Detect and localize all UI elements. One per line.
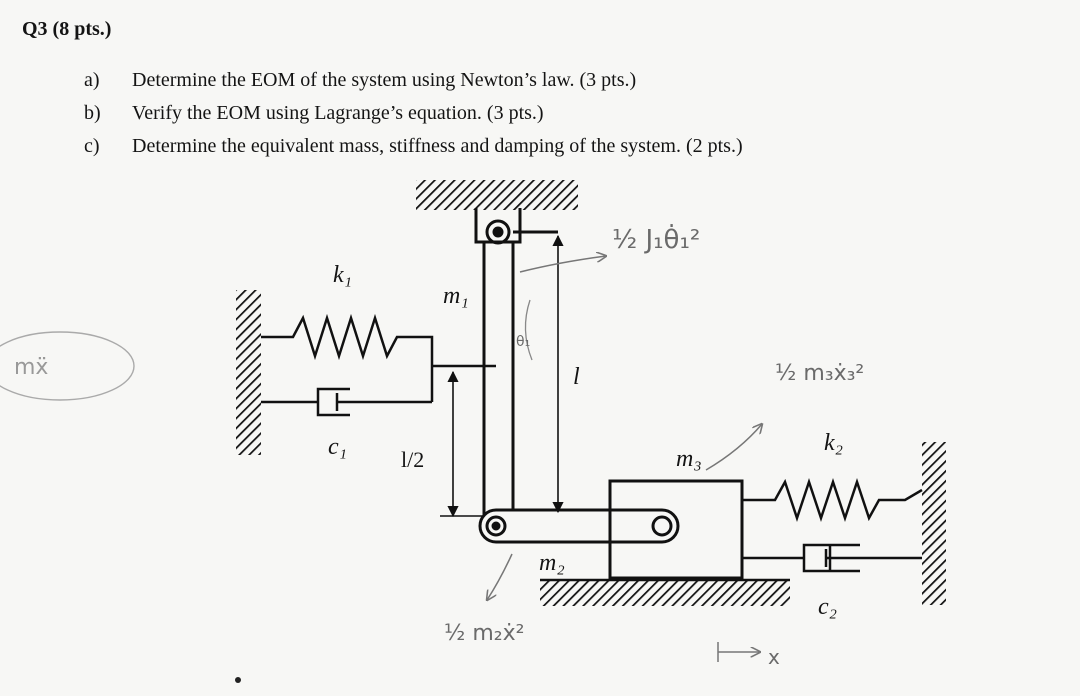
theta-arc bbox=[524, 299, 533, 361]
note-x-axis: x bbox=[768, 645, 780, 669]
part-c-label: c) bbox=[84, 135, 100, 157]
floor-ground bbox=[540, 580, 790, 606]
left-wall-ground bbox=[236, 290, 261, 455]
question-parts: a) Determine the EOM of the system using … bbox=[84, 64, 743, 163]
part-c-text: Determine the equivalent mass, stiffness… bbox=[132, 135, 743, 157]
m3-energy-arrow bbox=[705, 424, 762, 471]
label-k1: k₁ bbox=[333, 262, 352, 288]
x-axis-arrow bbox=[717, 642, 760, 662]
ceiling-ground bbox=[416, 180, 578, 210]
bar-m1 bbox=[482, 230, 558, 517]
pen-mark bbox=[235, 677, 241, 683]
part-b: b) Verify the EOM using Lagrange’s equati… bbox=[84, 97, 743, 130]
pivot-bracket bbox=[474, 208, 522, 245]
part-a-label: a) bbox=[84, 69, 100, 91]
question-title: Q3 (8 pts.) bbox=[22, 18, 112, 40]
link-m2 bbox=[478, 508, 680, 544]
note-theta: θ₁ bbox=[516, 334, 530, 350]
dimension-half-l bbox=[440, 370, 484, 518]
label-half-l: l/2 bbox=[401, 447, 424, 472]
label-m1: m₁ bbox=[443, 283, 469, 309]
label-c1: c₁ bbox=[328, 434, 347, 460]
note-m2-energy: ½ m₂ẋ² bbox=[444, 621, 524, 646]
note-m3-energy: ½ m₃ẋ₃² bbox=[775, 361, 864, 386]
part-a-text: Determine the EOM of the system using Ne… bbox=[132, 69, 637, 91]
margin-note-oval bbox=[0, 331, 135, 401]
spring-k1 bbox=[261, 313, 434, 402]
damper-c2 bbox=[742, 543, 922, 573]
note-margin: mẍ bbox=[14, 355, 48, 380]
note-rot-energy: ½ J₁θ̇₁² bbox=[612, 222, 700, 255]
label-k2: k₂ bbox=[824, 430, 843, 456]
part-b-label: b) bbox=[84, 102, 101, 124]
label-m3: m₃ bbox=[676, 446, 702, 472]
damper-c1 bbox=[261, 387, 432, 417]
label-l: l bbox=[573, 364, 580, 390]
label-m2: m₂ bbox=[539, 550, 565, 576]
part-a: a) Determine the EOM of the system using … bbox=[84, 64, 743, 97]
part-c: c) Determine the equivalent mass, stiffne… bbox=[84, 130, 743, 163]
right-wall-ground bbox=[922, 442, 946, 605]
part-b-text: Verify the EOM using Lagrange’s equation… bbox=[132, 102, 544, 124]
block-m3 bbox=[608, 479, 744, 580]
label-c2: c₂ bbox=[818, 594, 837, 620]
rot-energy-arrow bbox=[519, 256, 606, 273]
m2-energy-arrow bbox=[487, 553, 513, 600]
spring-k2 bbox=[742, 478, 923, 522]
